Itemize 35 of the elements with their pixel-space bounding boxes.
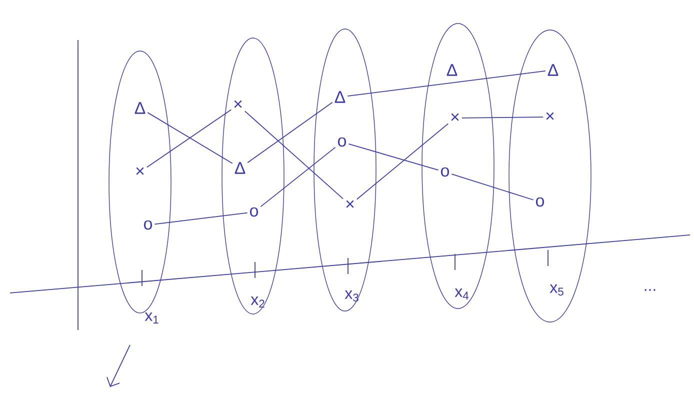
- symbol: o: [250, 207, 258, 217]
- axis-label: ...: [644, 289, 656, 291]
- symbol: o: [536, 197, 544, 207]
- axis-label: x$_{4}$: [454, 288, 469, 300]
- symbol: o: [144, 220, 152, 230]
- ellipse-outline: [314, 28, 376, 312]
- connector-line: [348, 143, 439, 170]
- symbol: ×: [346, 200, 354, 208]
- symbol: ×: [136, 167, 144, 175]
- connector-line: [154, 212, 248, 225]
- connector-line: [347, 70, 546, 96]
- axis-label: x$_{2}$: [250, 296, 264, 308]
- symbol: o: [441, 167, 449, 177]
- connector-line: [356, 123, 449, 200]
- connector-line: [260, 146, 336, 208]
- connector-line: [451, 174, 534, 200]
- symbol: Δ: [446, 64, 458, 76]
- symbol: ×: [234, 100, 242, 108]
- symbol: ×: [546, 112, 554, 120]
- ellipse-outline: [222, 38, 284, 314]
- axis-label: x$_{1}$: [144, 312, 158, 324]
- connector-line: [244, 110, 344, 200]
- connector-line: [247, 102, 333, 164]
- symbol: Δ: [334, 91, 346, 103]
- symbol: Δ: [234, 162, 246, 174]
- ellipse-outline: [108, 50, 172, 314]
- symbol: Δ: [134, 102, 146, 114]
- axis-label: x$_{3}$: [344, 290, 358, 302]
- symbol: o: [338, 137, 346, 147]
- symbol: Δ: [548, 64, 558, 76]
- axis-label: x$_{5}$: [550, 284, 564, 296]
- symbol: ×: [451, 113, 459, 121]
- ellipse-outline: [422, 23, 494, 309]
- connector-line: [461, 116, 544, 118]
- ellipse-outline: [508, 30, 592, 322]
